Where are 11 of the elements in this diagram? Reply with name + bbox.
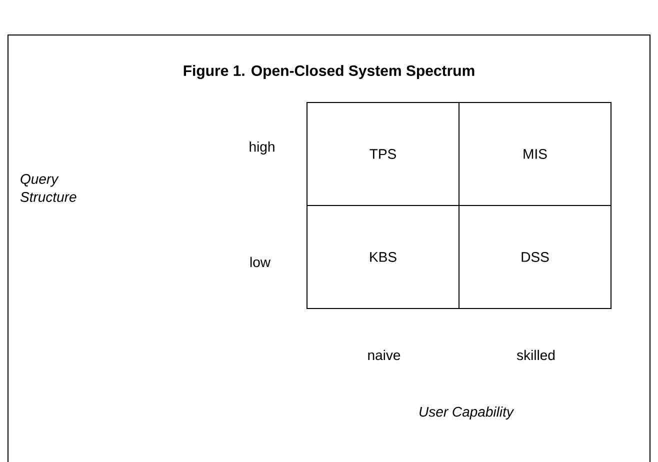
axis-label: high [250,141,274,154]
axis-title: User Capability [420,406,514,420]
grid-cell: DSS [458,205,612,309]
title: Figure 1. Open-Closed System Spectrum [184,64,474,80]
grid-cell: MIS [458,102,612,206]
axis-label: low [250,256,271,268]
axis-title: Query Structure [20,174,76,202]
axis-label: skilled [516,350,555,360]
grid-cell: TPS [306,102,460,206]
axis-label: naive [368,350,400,360]
grid-cell: KBS [306,205,460,309]
